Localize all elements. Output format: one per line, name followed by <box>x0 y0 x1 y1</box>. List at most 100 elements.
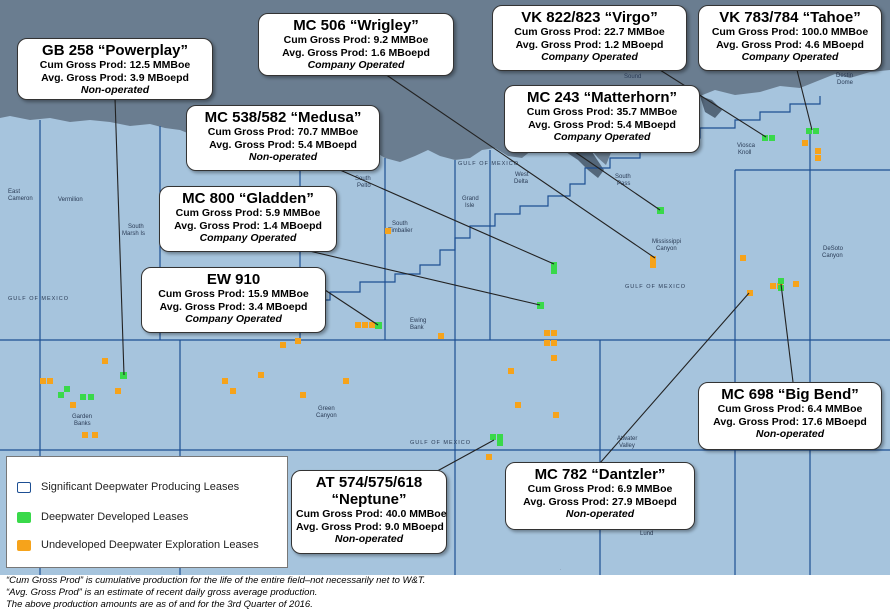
callout-avg-gross: Avg. Gross Prod: 4.6 MBoepd <box>716 38 864 51</box>
svg-text:South: South <box>392 221 408 227</box>
callout-avg-gross: Avg. Gross Prod: 5.4 MBoepd <box>209 138 357 151</box>
shelf-edge-boundary <box>300 96 821 301</box>
callout-status: Company Operated <box>307 59 405 71</box>
svg-text:Canyon: Canyon <box>316 413 337 419</box>
svg-text:Delta: Delta <box>514 179 529 185</box>
svg-text:Green: Green <box>318 406 335 412</box>
legend-item-producing: Significant Deepwater Producing Leases <box>17 481 239 493</box>
callout-title: VK 822/823 “Virgo” <box>521 9 658 26</box>
legend-label: Deepwater Developed Leases <box>41 511 189 523</box>
svg-text:South: South <box>128 224 144 230</box>
map-attribution: · <box>560 567 561 572</box>
producing-lease-swatch <box>17 481 31 493</box>
callout-vk-822-823-virgo: VK 822/823 “Virgo” Cum Gross Prod: 22.7 … <box>492 5 687 71</box>
map-legend: Significant Deepwater Producing Leases D… <box>6 456 288 568</box>
callout-mc-782-dantzler: MC 782 “Dantzler” Cum Gross Prod: 6.9 MM… <box>505 462 695 530</box>
callout-avg-gross: Avg. Gross Prod: 9.0 MBoepd <box>296 520 444 533</box>
callout-status: Company Operated <box>553 131 651 143</box>
footnote-as-of: The above production amounts are as of a… <box>6 599 313 610</box>
svg-text:Timbalier: Timbalier <box>388 228 412 234</box>
callout-title: EW 910 <box>206 271 261 288</box>
svg-text:Destin: Destin <box>836 73 853 79</box>
svg-text:Canyon: Canyon <box>822 253 843 259</box>
callout-title: MC 782 “Dantzler” <box>534 466 666 483</box>
callout-mc-243-matterhorn: MC 243 “Matterhorn” Cum Gross Prod: 35.7… <box>504 85 700 153</box>
svg-text:Pelto: Pelto <box>357 183 371 189</box>
footnotes: “Cum Gross Prod” is cumulative productio… <box>6 575 886 611</box>
callout-cum-gross: Cum Gross Prod: 22.7 MMBoe <box>514 26 665 38</box>
callout-ew-910: EW 910 Cum Gross Prod: 15.9 MMBoe Avg. G… <box>141 267 326 333</box>
callout-avg-gross: Avg. Gross Prod: 1.2 MBoepd <box>515 38 664 51</box>
callout-gb-258-powerplay: GB 258 “Powerplay” Cum Gross Prod: 12.5 … <box>17 38 213 100</box>
callout-cum-gross: Cum Gross Prod: 35.7 MMBoe <box>526 106 678 118</box>
svg-text:GULF OF MEXICO: GULF OF MEXICO <box>410 440 471 446</box>
legend-item-developed: Deepwater Developed Leases <box>17 511 188 523</box>
svg-text:Sound: Sound <box>624 74 641 80</box>
svg-text:Viosca: Viosca <box>737 143 756 149</box>
callout-title-line2: “Neptune” <box>331 491 407 508</box>
svg-text:Grand: Grand <box>462 196 479 202</box>
svg-text:DeSoto: DeSoto <box>823 246 844 252</box>
svg-text:Marsh Is: Marsh Is <box>122 231 145 237</box>
callout-status: Company Operated <box>199 232 297 244</box>
callout-at-574-575-618-neptune: AT 574/575/618 “Neptune” Cum Gross Prod:… <box>291 470 447 554</box>
svg-text:Atwater: Atwater <box>617 436 637 442</box>
callout-mc-506-wrigley: MC 506 “Wrigley” Cum Gross Prod: 9.2 MMB… <box>258 13 454 76</box>
callout-cum-gross: Cum Gross Prod: 40.0 MMBoe <box>296 508 447 520</box>
svg-text:GULF OF MEXICO: GULF OF MEXICO <box>625 284 686 290</box>
svg-text:Bank: Bank <box>410 325 425 331</box>
footnote-cum-gross: “Cum Gross Prod” is cumulative productio… <box>6 575 426 586</box>
callout-cum-gross: Cum Gross Prod: 6.4 MMBoe <box>717 403 863 415</box>
developed-lease-swatch <box>17 511 31 523</box>
callout-vk-783-784-tahoe: VK 783/784 “Tahoe” Cum Gross Prod: 100.0… <box>698 5 882 71</box>
callout-status: Non-operated <box>334 533 404 545</box>
svg-text:Mississippi: Mississippi <box>652 239 681 245</box>
svg-text:Knoll: Knoll <box>738 150 751 156</box>
svg-text:Vermilion: Vermilion <box>58 197 83 203</box>
svg-text:Ewing: Ewing <box>410 318 426 324</box>
svg-text:Isle: Isle <box>465 203 475 209</box>
callout-avg-gross: Avg. Gross Prod: 17.6 MBoepd <box>713 415 867 428</box>
legend-label: Significant Deepwater Producing Leases <box>41 481 240 493</box>
callout-title: GB 258 “Powerplay” <box>42 42 188 59</box>
callout-status: Non-operated <box>248 151 318 163</box>
callout-cum-gross: Cum Gross Prod: 12.5 MMBoe <box>39 59 191 71</box>
callout-title: VK 783/784 “Tahoe” <box>719 9 861 26</box>
callout-mc-538-582-medusa: MC 538/582 “Medusa” Cum Gross Prod: 70.7… <box>186 105 380 171</box>
callout-title: MC 243 “Matterhorn” <box>526 89 678 106</box>
callout-title: MC 538/582 “Medusa” <box>204 109 362 126</box>
svg-text:West: West <box>515 172 529 178</box>
callout-title: MC 800 “Gladden” <box>182 190 314 207</box>
area-labels: East Cameron Vermilion South Marsh Is So… <box>8 73 854 537</box>
svg-text:Garden: Garden <box>72 414 92 420</box>
svg-text:Banks: Banks <box>74 421 91 427</box>
callout-cum-gross: Cum Gross Prod: 9.2 MMBoe <box>283 34 429 46</box>
callout-cum-gross: Cum Gross Prod: 6.9 MMBoe <box>527 483 673 495</box>
callout-title: MC 698 “Big Bend” <box>721 386 859 403</box>
callout-avg-gross: Avg. Gross Prod: 27.9 MBoepd <box>523 495 677 508</box>
callout-mc-800-gladden: MC 800 “Gladden” Cum Gross Prod: 5.9 MMB… <box>159 186 337 252</box>
svg-text:Lund: Lund <box>640 531 653 537</box>
callout-status: Non-operated <box>565 508 635 520</box>
callout-cum-gross: Cum Gross Prod: 70.7 MMBoe <box>207 126 359 138</box>
callout-cum-gross: Cum Gross Prod: 15.9 MMBoe <box>158 288 309 300</box>
callout-status: Company Operated <box>541 51 638 63</box>
svg-text:GULF OF MEXICO: GULF OF MEXICO <box>8 296 69 302</box>
callout-avg-gross: Avg. Gross Prod: 3.9 MBoepd <box>41 71 189 84</box>
callout-avg-gross: Avg. Gross Prod: 1.6 MBoepd <box>282 46 430 59</box>
svg-text:Canyon: Canyon <box>656 246 677 252</box>
svg-text:Valley: Valley <box>619 443 635 449</box>
svg-text:Pass: Pass <box>617 181 630 187</box>
legend-label: Undeveloped Deepwater Exploration Leases <box>41 539 259 551</box>
svg-text:East: East <box>8 189 20 195</box>
footnote-avg-gross: “Avg. Gross Prod” is an estimate of rece… <box>6 587 318 598</box>
svg-text:South: South <box>355 176 371 182</box>
svg-text:Dome: Dome <box>837 80 854 86</box>
callout-mc-698-big-bend: MC 698 “Big Bend” Cum Gross Prod: 6.4 MM… <box>698 382 882 450</box>
callout-status: Non-operated <box>755 428 825 440</box>
callout-cum-gross: Cum Gross Prod: 100.0 MMBoe <box>711 26 869 38</box>
callout-avg-gross: Avg. Gross Prod: 5.4 MBoepd <box>528 118 676 131</box>
svg-text:Cameron: Cameron <box>8 196 33 202</box>
svg-text:South: South <box>615 174 631 180</box>
legend-item-undeveloped: Undeveloped Deepwater Exploration Leases <box>17 539 259 551</box>
